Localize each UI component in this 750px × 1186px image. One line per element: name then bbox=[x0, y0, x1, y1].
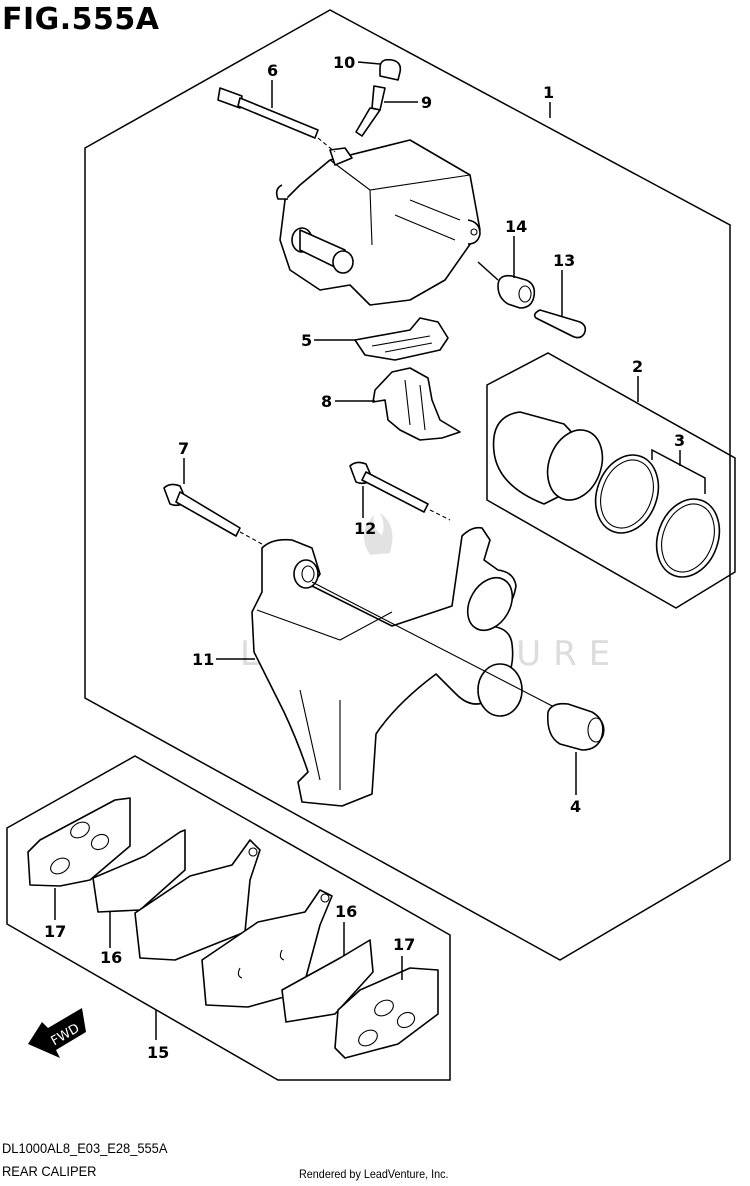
diagram-code: DL1000AL8_E03_E28_555A bbox=[2, 1140, 168, 1156]
callout-7[interactable]: 7 bbox=[178, 439, 189, 458]
callout-15[interactable]: 15 bbox=[147, 1043, 169, 1062]
flame-logo-icon bbox=[363, 513, 393, 555]
callout-2[interactable]: 2 bbox=[632, 357, 643, 376]
pin-boot[interactable] bbox=[546, 702, 605, 751]
callout-3[interactable]: 3 bbox=[674, 431, 685, 450]
leader-boot-axis bbox=[477, 261, 499, 281]
pad-spring-clip[interactable] bbox=[372, 367, 461, 441]
callout-6[interactable]: 6 bbox=[267, 61, 278, 80]
callout-8[interactable]: 8 bbox=[321, 392, 332, 411]
bolt-12[interactable] bbox=[349, 461, 429, 513]
caliper-assembly-outline bbox=[84, 9, 731, 961]
callout-10[interactable]: 10 bbox=[333, 53, 355, 72]
pad-shim-17-left[interactable] bbox=[27, 797, 131, 887]
dust-seal[interactable] bbox=[646, 490, 730, 586]
pad-shim-16-right[interactable] bbox=[281, 939, 374, 1023]
callout-17b[interactable]: 17 bbox=[393, 935, 415, 954]
figure-title: FIG.555A bbox=[2, 2, 160, 37]
callout-13[interactable]: 13 bbox=[553, 251, 575, 270]
caliper-bracket[interactable] bbox=[251, 526, 523, 807]
callout-5[interactable]: 5 bbox=[301, 331, 312, 350]
leader-10 bbox=[357, 61, 381, 65]
callout-12[interactable]: 12 bbox=[354, 519, 376, 538]
caliper-body[interactable] bbox=[275, 139, 481, 306]
slide-pin[interactable] bbox=[533, 309, 587, 339]
callout-16b[interactable]: 16 bbox=[335, 902, 357, 921]
callout-14[interactable]: 14 bbox=[505, 217, 527, 236]
bolt-7[interactable] bbox=[163, 483, 241, 537]
render-credit: Rendered by LeadVenture, Inc. bbox=[299, 1167, 449, 1181]
pad-mount-pin[interactable] bbox=[217, 87, 336, 153]
piston[interactable] bbox=[492, 411, 612, 508]
brake-pad-right[interactable] bbox=[201, 889, 333, 1008]
piston-seal[interactable] bbox=[585, 446, 669, 542]
pad-shim-17-right[interactable] bbox=[334, 967, 439, 1059]
callout-16a[interactable]: 16 bbox=[100, 948, 122, 967]
callout-11[interactable]: 11 bbox=[192, 650, 214, 669]
callout-9[interactable]: 9 bbox=[421, 93, 432, 112]
leader-3-bracket bbox=[651, 448, 706, 494]
slide-pin-boot[interactable] bbox=[497, 274, 536, 309]
piston-set-outline bbox=[486, 352, 736, 609]
forward-arrow-icon: FWD bbox=[28, 1008, 86, 1058]
pad-shim-16-left[interactable] bbox=[92, 829, 186, 913]
brake-pad-left[interactable] bbox=[134, 839, 261, 961]
bleeder-cap[interactable] bbox=[379, 58, 402, 81]
diagram-name: REAR CALIPER bbox=[2, 1163, 97, 1179]
brake-pad-set-outline bbox=[6, 755, 451, 1081]
pad-spring[interactable] bbox=[354, 317, 449, 361]
axis-line bbox=[311, 581, 561, 711]
callout-1[interactable]: 1 bbox=[543, 83, 554, 102]
callout-4[interactable]: 4 bbox=[570, 797, 581, 816]
bleeder-valve[interactable] bbox=[355, 85, 386, 137]
callout-17a[interactable]: 17 bbox=[44, 922, 66, 941]
